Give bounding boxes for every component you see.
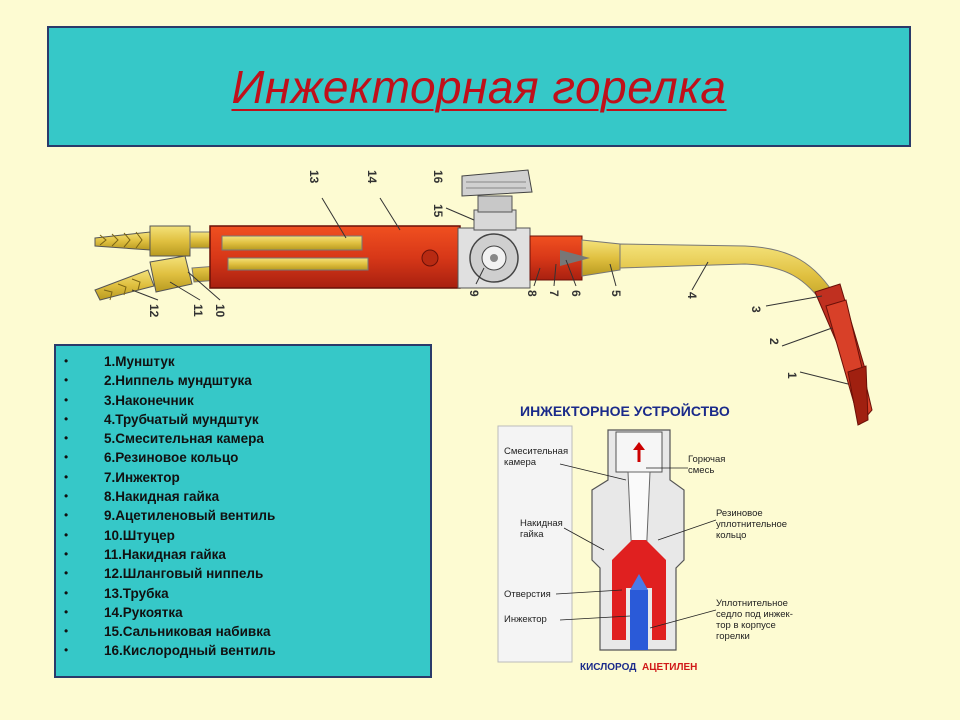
callout-7: 7 bbox=[547, 290, 561, 297]
label-union-nut-2: гайка bbox=[520, 529, 544, 540]
legend-box: 1.Мунштук 2.Ниппель мундштука 3.Наконечн… bbox=[54, 344, 432, 678]
label-ring-3: кольцо bbox=[716, 530, 746, 541]
label-ring-2: уплотнительное bbox=[716, 519, 787, 530]
callout-10: 10 bbox=[213, 304, 227, 318]
callout-6: 6 bbox=[569, 290, 583, 297]
callout-15: 15 bbox=[431, 204, 445, 218]
legend-item: 4.Трубчатый мундштук bbox=[56, 410, 430, 430]
label-oxygen: КИСЛОРОД bbox=[580, 662, 636, 673]
legend-item: 3.Наконечник bbox=[56, 391, 430, 411]
callout-2: 2 bbox=[767, 338, 781, 345]
callout-12: 12 bbox=[147, 304, 161, 318]
legend-item: 6.Резиновое кольцо bbox=[56, 448, 430, 468]
callout-11: 11 bbox=[191, 304, 205, 317]
label-holes: Отверстия bbox=[504, 589, 551, 600]
legend-item: 10.Штуцер bbox=[56, 526, 430, 546]
tube-13 bbox=[189, 231, 311, 249]
legend-item: 8.Накидная гайка bbox=[56, 487, 430, 507]
tip bbox=[814, 283, 873, 426]
callout-1: 1 bbox=[785, 372, 799, 379]
callout-13: 13 bbox=[307, 170, 321, 184]
legend-item: 12.Шланговый ниппель bbox=[56, 564, 430, 584]
label-seat-3: тор в корпусе bbox=[716, 620, 776, 631]
legend-item: 16.Кислородный вентиль bbox=[56, 641, 430, 661]
label-mixing-chamber-1: Смесительная bbox=[504, 446, 568, 457]
label-mix-2: смесь bbox=[688, 465, 714, 476]
label-union-nut-1: Накидная bbox=[520, 518, 563, 529]
label-seat-1: Уплотнительное bbox=[716, 598, 788, 609]
legend-list: 1.Мунштук 2.Ниппель мундштука 3.Наконечн… bbox=[56, 352, 430, 661]
callout-8: 8 bbox=[525, 290, 539, 297]
legend-item: 9.Ацетиленовый вентиль bbox=[56, 506, 430, 526]
legend-item: 7.Инжектор bbox=[56, 468, 430, 488]
label-acetylene: АЦЕТИЛЕН bbox=[642, 662, 697, 673]
label-seat-2: седло под инжек- bbox=[716, 609, 793, 620]
acetylene-valve-9 bbox=[469, 233, 519, 283]
legend-item: 1.Мунштук bbox=[56, 352, 430, 372]
label-injector: Инжектор bbox=[504, 614, 547, 625]
legend-item: 13.Трубка bbox=[56, 584, 430, 604]
legend-item: 14.Рукоятка bbox=[56, 603, 430, 623]
legend-item: 5.Смесительная камера bbox=[56, 429, 430, 449]
callout-9: 9 bbox=[467, 290, 481, 297]
hose-nipple-lower bbox=[94, 255, 193, 301]
callout-3: 3 bbox=[749, 306, 763, 313]
callout-5: 5 bbox=[609, 290, 623, 297]
handle-14 bbox=[209, 225, 461, 289]
callout-14: 14 bbox=[365, 170, 379, 184]
label-ring-1: Резиновое bbox=[716, 508, 763, 519]
title-box: Инжекторная горелка bbox=[47, 26, 911, 147]
injector-title: ИНЖЕКТОРНОЕ УСТРОЙСТВО bbox=[520, 402, 730, 419]
legend-item: 15.Сальниковая набивка bbox=[56, 622, 430, 642]
label-mixing-chamber-2: камера bbox=[504, 457, 537, 468]
oxygen-valve-16 bbox=[461, 169, 533, 231]
label-mix-1: Горючая bbox=[688, 454, 725, 465]
legend-item: 11.Накидная гайка bbox=[56, 545, 430, 565]
callout-4: 4 bbox=[685, 292, 699, 299]
callout-16: 16 bbox=[431, 170, 445, 184]
mixing-tube-4 bbox=[619, 243, 839, 309]
page-title: Инжекторная горелка bbox=[231, 60, 727, 113]
hose-nipple-upper bbox=[94, 225, 191, 257]
legend-item: 2.Ниппель мундштука bbox=[56, 371, 430, 391]
injector-device-diagram: ИНЖЕКТОРНОЕ УСТРОЙСТВО Смесительная каме… bbox=[497, 402, 793, 673]
label-seat-4: горелки bbox=[716, 631, 750, 642]
